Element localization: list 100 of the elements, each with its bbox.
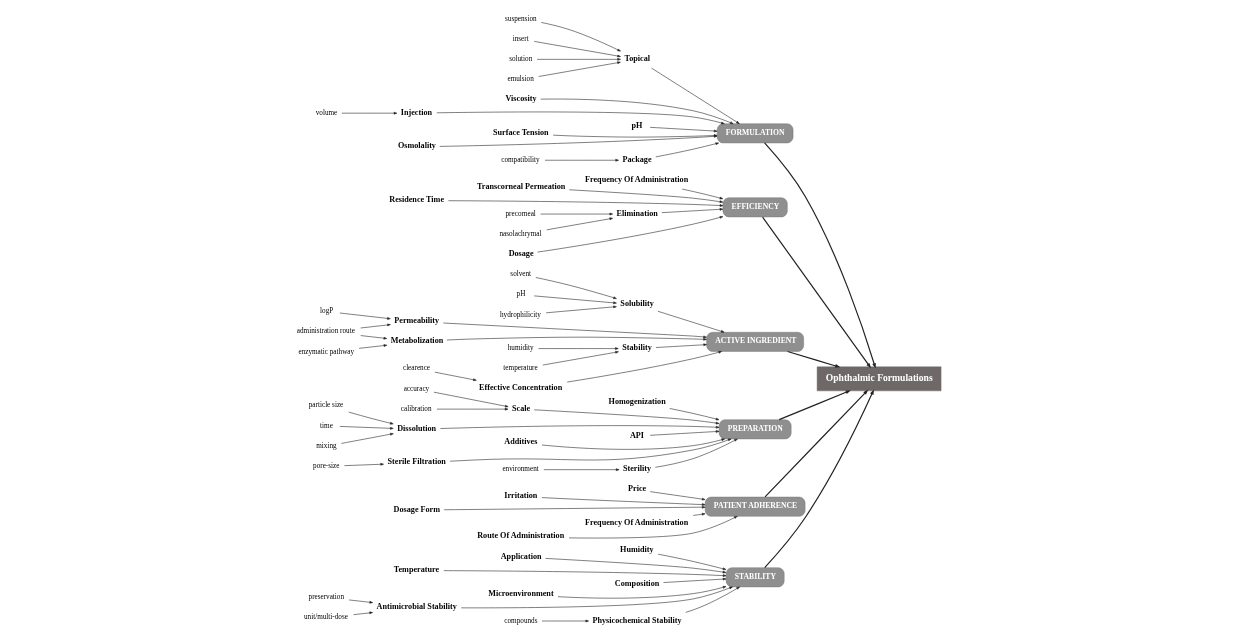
arrow: [684, 586, 740, 613]
node-text: API: [629, 430, 644, 440]
arrow: [460, 586, 733, 609]
node-text: Additives: [503, 437, 537, 447]
arrow: [662, 577, 726, 583]
arrow: [761, 216, 871, 369]
arrow: [778, 390, 851, 421]
arrow: [443, 505, 705, 511]
node-text: Viscosity: [505, 94, 536, 104]
arrow: [352, 611, 373, 615]
node-text: Stability: [621, 343, 652, 353]
node-text: Price: [627, 484, 646, 494]
arrow: [439, 425, 719, 429]
arrow: [763, 142, 876, 369]
arrow: [542, 351, 619, 366]
arrow: [543, 468, 619, 471]
arrow: [339, 312, 391, 320]
node-text: Temperature: [393, 565, 439, 575]
arrow: [692, 512, 705, 516]
node-text: Irritation: [503, 491, 537, 501]
node-text: Dosage: [508, 248, 534, 258]
node-text: Route Of Administration: [476, 531, 564, 541]
arrow: [341, 111, 397, 115]
arrow: [650, 67, 740, 124]
arrow: [434, 371, 477, 381]
arrow: [433, 391, 508, 408]
arrow: [536, 58, 621, 61]
arrow: [566, 351, 722, 383]
arrow: [649, 127, 717, 133]
node-text: Metabolization: [390, 336, 443, 346]
arrow: [537, 347, 619, 350]
arrow: [358, 344, 387, 349]
arrow: [541, 497, 705, 506]
node-text: Solubility: [619, 299, 654, 309]
arrow: [449, 438, 731, 462]
arrow: [649, 491, 705, 501]
arrow: [443, 570, 726, 577]
node-text: Sterile Filtration: [387, 457, 446, 467]
arrow: [568, 516, 737, 539]
arrow: [359, 335, 387, 340]
arrow: [447, 200, 723, 207]
arrow: [649, 430, 719, 436]
node-text: Composition: [614, 578, 659, 588]
arrow: [657, 310, 724, 333]
node-text: Antimicrobial Stability: [376, 602, 457, 612]
arrow: [540, 22, 621, 52]
node-text: Transcorneal Permeation: [476, 181, 565, 191]
arrow: [763, 389, 874, 569]
node-text: Humidity: [619, 544, 654, 554]
arrow: [539, 212, 613, 216]
node-text: Permeability: [393, 316, 439, 326]
node-text: Surface Tension: [492, 127, 549, 137]
arrow: [544, 158, 619, 162]
arrow: [660, 208, 723, 213]
arrow: [339, 426, 393, 430]
arrow: [533, 41, 621, 58]
arrow: [568, 189, 723, 203]
arrow: [786, 350, 840, 368]
arrow: [536, 216, 723, 253]
arrow: [343, 463, 384, 466]
node-text: Effective Concentration: [478, 383, 562, 393]
node-text: Elimination: [616, 208, 658, 218]
arrow: [654, 438, 738, 468]
arrow: [340, 432, 394, 444]
arrow: [359, 323, 391, 329]
node-text: Dosage Form: [393, 504, 440, 514]
arrow: [537, 61, 621, 77]
arrow: [446, 336, 707, 341]
node-text: Scale: [511, 403, 530, 413]
arrow: [541, 619, 589, 623]
node-text: Frequency Of Administration: [584, 517, 688, 527]
arrow: [533, 295, 617, 305]
arrow: [539, 98, 733, 125]
node-text: Physicochemical Stability: [592, 615, 682, 625]
node-box: EFFICIENCY: [722, 197, 788, 218]
node-text: Residence Time: [388, 195, 444, 205]
arrow: [348, 599, 373, 604]
node-text: Application: [500, 551, 542, 561]
arrow: [347, 411, 393, 425]
arrow: [544, 558, 726, 574]
node-text: Frequency Of Administration: [584, 174, 688, 184]
node-text: Sterility: [622, 464, 651, 474]
node-text: Package: [622, 154, 652, 164]
arrow: [681, 188, 723, 200]
arrow: [436, 407, 508, 411]
node-text: Homogenization: [608, 396, 666, 406]
node-text: Topical: [623, 53, 650, 63]
arrow: [436, 111, 725, 125]
arrow: [533, 409, 719, 425]
arrow: [557, 586, 726, 599]
node-text: Osmolality: [397, 141, 436, 151]
arrow: [545, 305, 617, 314]
arrow: [541, 438, 725, 450]
arrow: [442, 322, 707, 339]
node-text: Injection: [400, 107, 432, 117]
arrow: [668, 408, 719, 421]
arrow: [763, 389, 868, 498]
node-text: pH: [630, 121, 642, 131]
arrow: [545, 217, 613, 231]
node-text: Microenvironment: [487, 588, 554, 598]
